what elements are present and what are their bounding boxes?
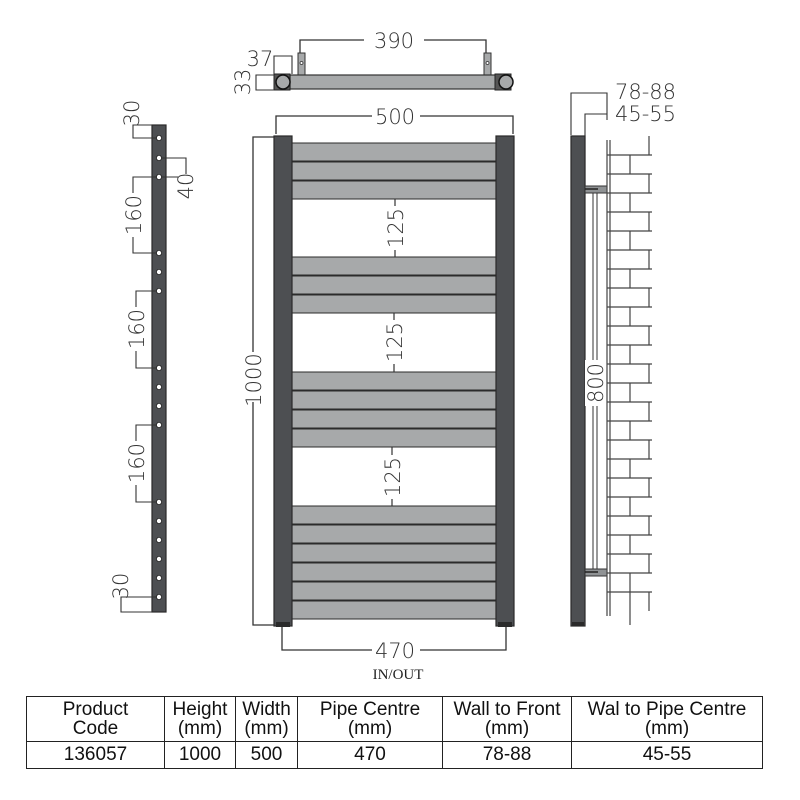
rail-top-offset-dim: 30	[120, 100, 144, 127]
brick-wall	[606, 136, 652, 625]
bracket-centres-dim: 390	[374, 29, 414, 53]
cell-product-code: 136057	[26, 741, 165, 769]
overall-width-dim: 500	[375, 105, 415, 129]
header-pipe-centre: Pipe Centre(mm)	[297, 696, 443, 742]
wall-to-pipe-centre-dim: 45-55	[615, 102, 676, 126]
cell-pipe-centre: 470	[297, 741, 443, 769]
top-view: 390 37 33	[231, 29, 514, 96]
gap-dim-1: 125	[384, 208, 408, 248]
cell-width: 500	[235, 741, 298, 769]
bar-group-1	[291, 142, 497, 200]
overall-height-dim: 1000	[242, 353, 266, 406]
bracket-spacing-dim: 800	[584, 363, 608, 403]
header-width: Width(mm)	[235, 696, 298, 742]
rail-spacing-dim-3: 160	[125, 443, 149, 483]
bracket-depth-dim: 33	[231, 69, 255, 96]
cell-wall-to-pipe-centre: 45-55	[571, 741, 763, 769]
top-rail	[289, 74, 506, 90]
cell-wall-to-front: 78-88	[442, 741, 572, 769]
table-row: 136057 1000 500 470 78-88 45-55	[26, 741, 763, 769]
bar-group-2	[291, 256, 497, 314]
side-column	[570, 135, 586, 627]
cell-height: 1000	[164, 741, 236, 769]
bracket-width-dim: 37	[247, 47, 274, 71]
rail-spacing-dim-1: 160	[122, 195, 146, 235]
side-view: 78-88 45-55 800	[570, 80, 676, 627]
rail-view: 30 40 160 160 160 30	[109, 100, 198, 613]
pipe-centres-dim: 470	[375, 639, 415, 663]
front-view: 500 1000	[242, 105, 515, 683]
header-height: Height(mm)	[164, 696, 236, 742]
bar-group-4	[291, 505, 497, 620]
in-out-label: IN/OUT	[373, 667, 424, 683]
left-column	[273, 135, 293, 627]
right-column	[495, 135, 515, 627]
gap-dim-2: 125	[383, 322, 407, 362]
bar-group-3	[291, 371, 497, 448]
technical-drawing: 390 37 33 500 1000	[109, 29, 676, 683]
rail-bottom-offset-dim: 30	[109, 573, 133, 600]
wall-to-front-dim: 78-88	[615, 80, 676, 104]
gap-dim-3: 125	[381, 457, 405, 497]
rail-spacing-dim-2: 160	[125, 309, 149, 349]
header-wall-to-front: Wall to Front(mm)	[442, 696, 572, 742]
header-wall-to-pipe-centre: Wal to Pipe Centre(mm)	[571, 696, 763, 742]
rail-hole-pitch-dim: 40	[174, 173, 198, 200]
